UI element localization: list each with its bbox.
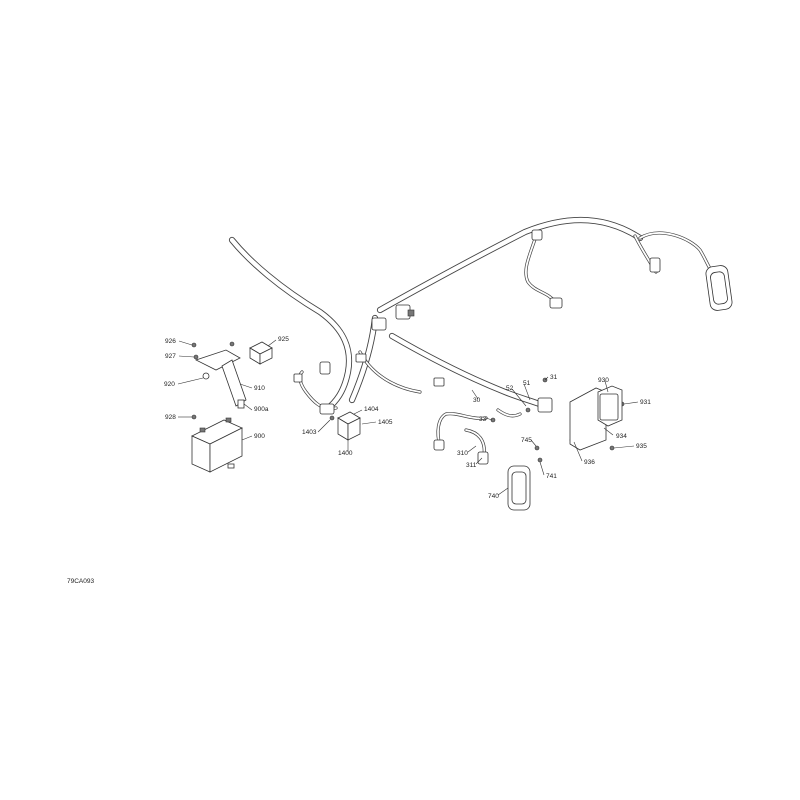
callout-920: 920 [164,381,175,388]
screw [229,341,235,347]
callout-311: 311 [466,462,477,469]
harness-connectors [293,229,661,465]
screw-926 [191,342,197,348]
branch-wires [298,231,714,458]
callout-934: 934 [616,433,627,440]
screw-52 [525,407,531,413]
figure-reference-code: 79CA093 [67,578,95,585]
callout-936: 936 [584,459,595,466]
fuse-box-925 [249,341,273,365]
taillight-right [705,265,733,311]
screw-33 [490,417,496,423]
callout-33: 33 [479,416,487,423]
harness-clip-2 [433,377,445,387]
washer-920 [202,372,210,380]
small-connector [293,373,303,383]
harness-clip [355,353,367,363]
callout-1400: 1400 [338,450,353,457]
callout-931: 931 [640,399,651,406]
callout-labels: 926 927 920 928 925 910 900a 900 1404 14… [164,336,651,500]
callout-928: 928 [165,414,176,421]
leader-lines [177,339,639,496]
callout-1403: 1403 [302,429,317,436]
callout-935: 935 [636,443,647,450]
harness-connector-left [319,361,331,375]
screw-741 [537,457,543,463]
callout-900a: 900a [254,406,269,413]
switch-1400 [337,411,361,441]
screw-745 [534,445,540,451]
callout-310: 310 [457,450,468,457]
callout-910: 910 [254,385,265,392]
battery-900 [191,417,243,473]
callout-52: 52 [506,385,514,392]
callout-31: 31 [550,374,558,381]
relay-connector [537,397,553,413]
sensor-connector [433,439,445,451]
upper-connector [531,229,543,241]
main-connector-block [371,317,387,331]
callout-930: 930 [598,377,609,384]
callout-745: 745 [521,437,532,444]
callout-30: 30 [473,397,481,404]
right-connector [649,257,661,273]
module-930 [569,385,623,451]
screw-928 [191,414,197,420]
tab-900a [237,399,245,409]
callout-926: 926 [165,338,176,345]
lamp-740 [507,465,531,511]
screw-1403 [329,415,335,421]
callout-900: 900 [254,433,265,440]
callout-1405: 1405 [378,419,393,426]
screw-935 [609,445,615,451]
sensor-connector-2 [477,451,489,465]
connector-terminal [407,309,415,317]
side-connector [549,297,563,309]
callout-51: 51 [523,380,531,387]
callout-1404: 1404 [364,406,379,413]
nut-927 [193,354,199,360]
callout-741: 741 [546,473,557,480]
callout-925: 925 [278,336,289,343]
harness-connector-low [319,403,335,415]
callout-927: 927 [165,353,176,360]
battery-bracket-910 [194,349,247,409]
callout-740: 740 [488,493,499,500]
